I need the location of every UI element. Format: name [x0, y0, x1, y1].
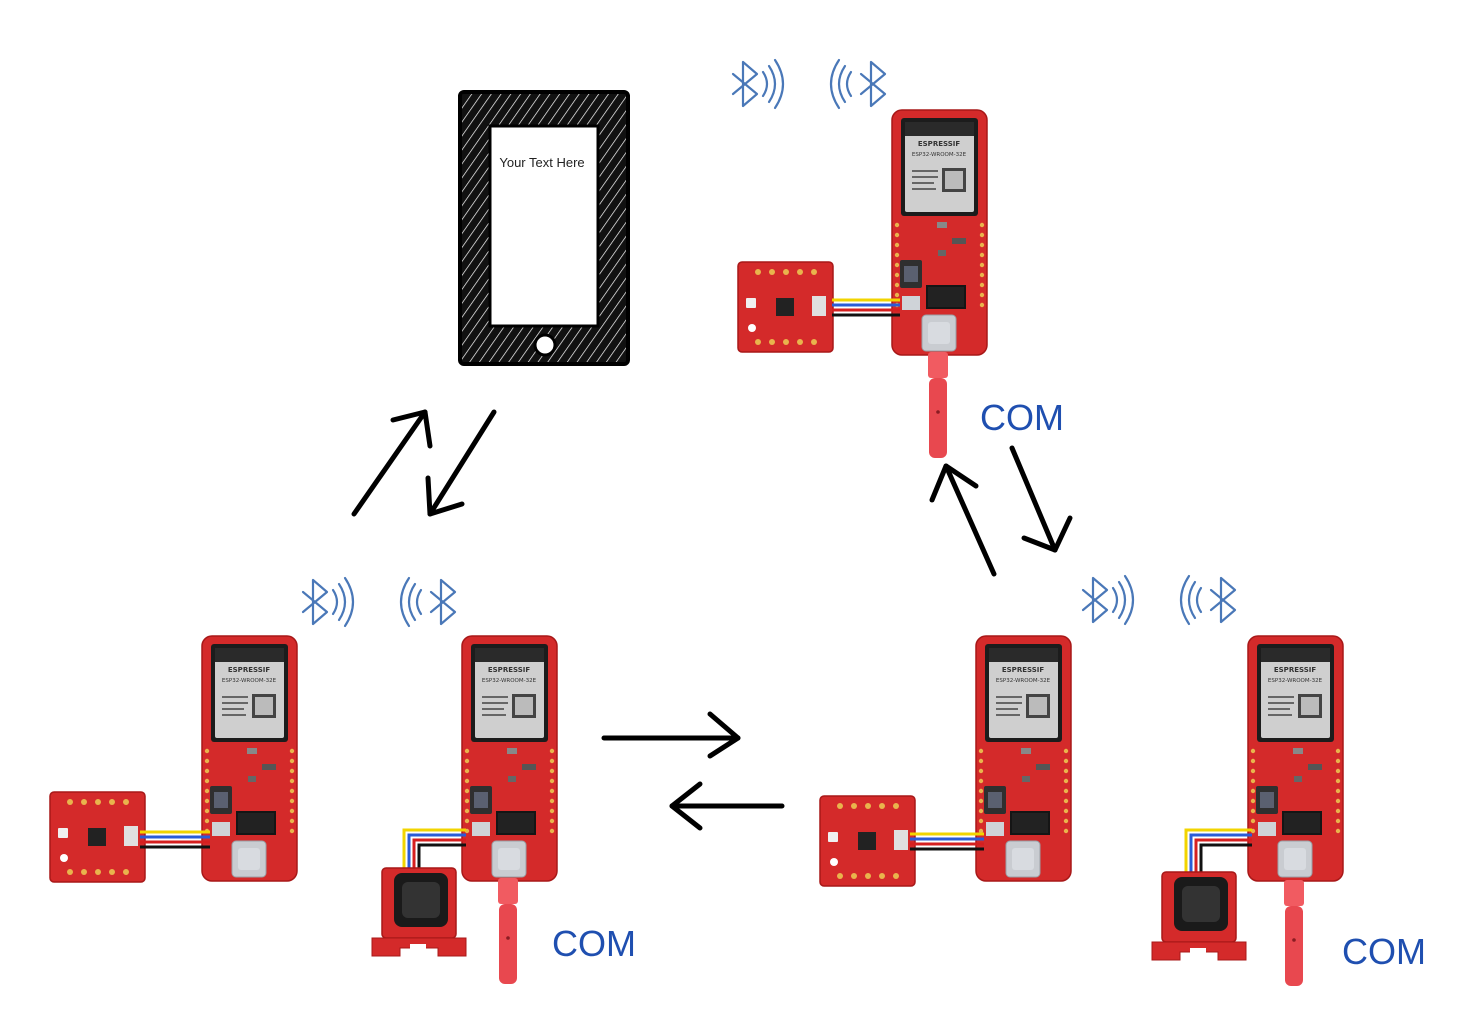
- qwiic-cable: [402, 828, 466, 868]
- esp32-board: [1247, 635, 1344, 882]
- qwiic-cable: [1184, 828, 1252, 872]
- com-label-bottom-left: COM: [552, 923, 636, 964]
- phone-icon: [458, 90, 630, 366]
- bluetooth-wifi-icon: [1081, 574, 1237, 626]
- bluetooth-wifi-icon: [301, 576, 457, 628]
- arrow-icon: [351, 409, 433, 517]
- arrow-icon: [601, 711, 741, 759]
- usb-cable: [1284, 880, 1304, 986]
- qwiic-cable: [832, 298, 900, 317]
- distance-sensor-board: [371, 867, 467, 957]
- sensor-board: [737, 261, 834, 353]
- sensor-board: [49, 791, 146, 883]
- usb-cable: [498, 878, 518, 984]
- arrow-icon: [929, 463, 997, 577]
- arrow-icon: [669, 781, 785, 831]
- usb-cable: [928, 352, 948, 458]
- com-label-bottom-right: COM: [1342, 931, 1426, 972]
- arrow-icon: [425, 409, 497, 517]
- esp32-board: [461, 635, 558, 882]
- bluetooth-wifi-icon: [731, 58, 887, 110]
- com-label-top: COM: [980, 397, 1064, 438]
- qwiic-cable: [140, 830, 210, 849]
- sensor-board: [819, 795, 916, 887]
- esp32-board: [975, 635, 1072, 882]
- phone-screen-text: Your Text Here: [499, 155, 584, 170]
- distance-sensor-board: [1151, 871, 1247, 961]
- arrow-icon: [1009, 445, 1073, 553]
- esp32-board: [201, 635, 298, 882]
- esp32-board: [891, 109, 988, 356]
- qwiic-cable: [910, 832, 984, 851]
